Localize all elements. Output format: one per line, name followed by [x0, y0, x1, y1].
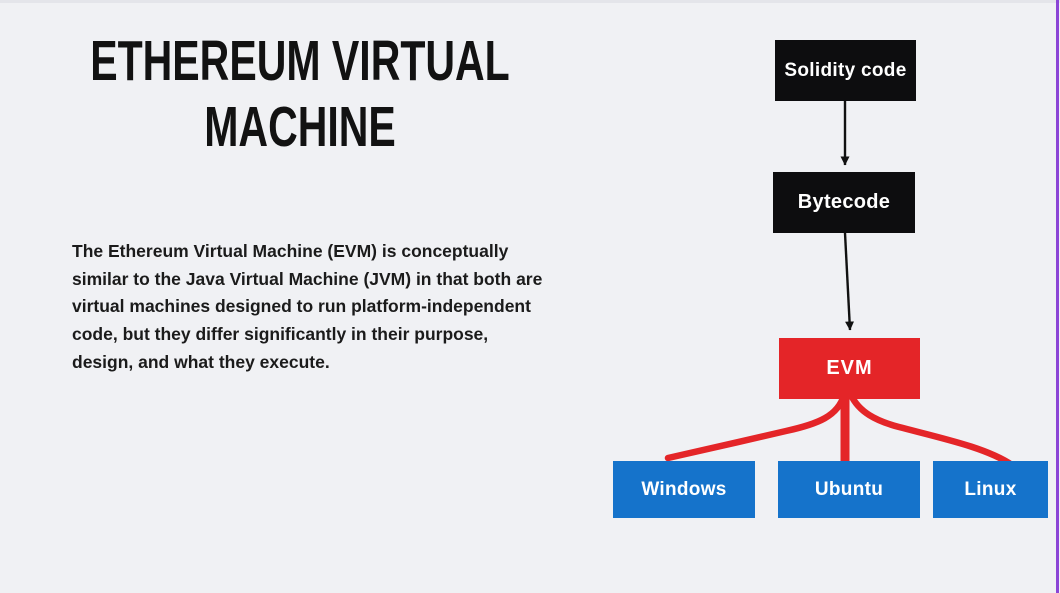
page-title: ETHEREUM VIRTUAL MACHINE [84, 28, 516, 160]
node-solidity-code: Solidity code [775, 40, 916, 101]
node-evm: EVM [779, 338, 920, 399]
stroke-evm-to-windows [664, 391, 848, 462]
node-linux: Linux [933, 461, 1048, 518]
node-windows: Windows [613, 461, 755, 518]
intro-line: The Ethereum Virtual Machine (EVM) is co… [72, 241, 509, 261]
intro-paragraph: The Ethereum Virtual Machine (EVM) is co… [72, 238, 632, 377]
node-bytecode-label: Bytecode [797, 191, 891, 213]
top-edge-line [0, 0, 1060, 3]
node-linux-label: Linux [964, 478, 1017, 500]
arrow-bytecode-to-evm [843, 232, 855, 331]
title-line-2: MACHINE [204, 95, 396, 159]
intro-line: similar to the Java Virtual Machine (JVM… [72, 268, 543, 289]
node-solidity-code-label: Solidity code [784, 59, 907, 81]
node-evm-label: EVM [826, 357, 873, 379]
intro-line: code, but they differ significantly in t… [72, 324, 489, 345]
node-windows-label: Windows [641, 478, 727, 500]
right-edge-line [1056, 0, 1059, 593]
intro-line: design, and what they execute. [72, 351, 330, 372]
title-line-1: ETHEREUM VIRTUAL [90, 29, 510, 93]
stroke-evm-to-linux [847, 391, 1016, 469]
node-ubuntu-label: Ubuntu [814, 478, 884, 500]
node-ubuntu: Ubuntu [778, 461, 920, 518]
node-bytecode: Bytecode [773, 172, 915, 233]
intro-line: virtual machines designed to run platfor… [72, 296, 531, 317]
